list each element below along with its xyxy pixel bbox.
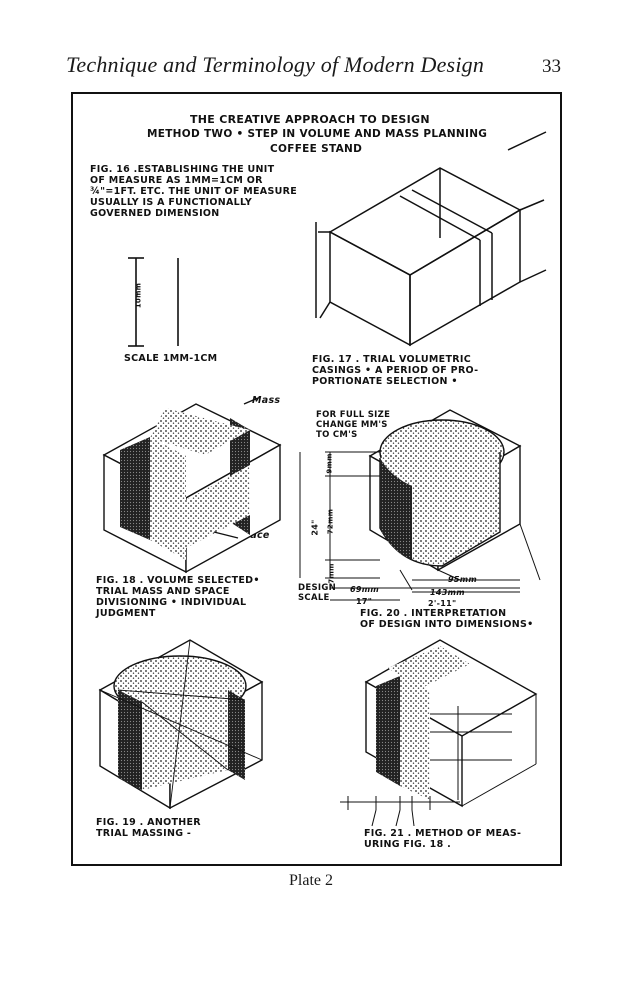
mass-label: Mass <box>252 395 281 406</box>
design-scale-label: DESIGN SCALE <box>298 583 337 603</box>
fig18-caption: FIG. 18 . VOLUME SELECTED• TRIAL MASS AN… <box>96 575 260 619</box>
fig17-box <box>315 131 547 347</box>
plate-frame <box>71 92 562 866</box>
dim-17in-label: 17" <box>356 597 373 606</box>
running-head: Technique and Terminology of Modern Desi… <box>66 52 485 77</box>
fig17-caption: FIG. 17 . TRIAL VOLUMETRIC CASINGS • A P… <box>312 354 479 387</box>
page-number: 33 <box>542 56 561 77</box>
fig18-volume <box>102 397 282 574</box>
dim-2ft11-label: 2'-11" <box>428 599 457 608</box>
plate-title-line2: Method Two • Step in Volume and Mass Pla… <box>147 128 488 140</box>
fig19-caption: FIG. 19 . ANOTHER TRIAL MASSING - <box>96 817 201 839</box>
full-size-note: FOR FULL SIZE CHANGE MM'S TO CM'S <box>316 410 391 440</box>
plate-caption: Plate 2 <box>289 872 333 889</box>
fig16-scale-bars <box>128 257 179 347</box>
scale-label: SCALE 1MM-1CM <box>124 353 218 364</box>
fig21-volume <box>340 639 538 827</box>
dim-69mm-label: 69mm <box>350 585 380 594</box>
fig20-volume <box>299 409 541 601</box>
fig16-caption: FIG. 16 .ESTABLISHING THE UNIT OF MEASUR… <box>90 164 297 219</box>
plate-title-line3: Coffee Stand <box>270 143 363 155</box>
plate-title-line1: The Creative Approach to Design <box>190 113 430 126</box>
fig20-caption: FIG. 20 . INTERPRETATION OF DESIGN INTO … <box>360 608 534 630</box>
fig21-caption: FIG. 21 . METHOD OF MEAS- URING FIG. 18 … <box>364 828 522 850</box>
fig19-volume <box>98 639 264 810</box>
